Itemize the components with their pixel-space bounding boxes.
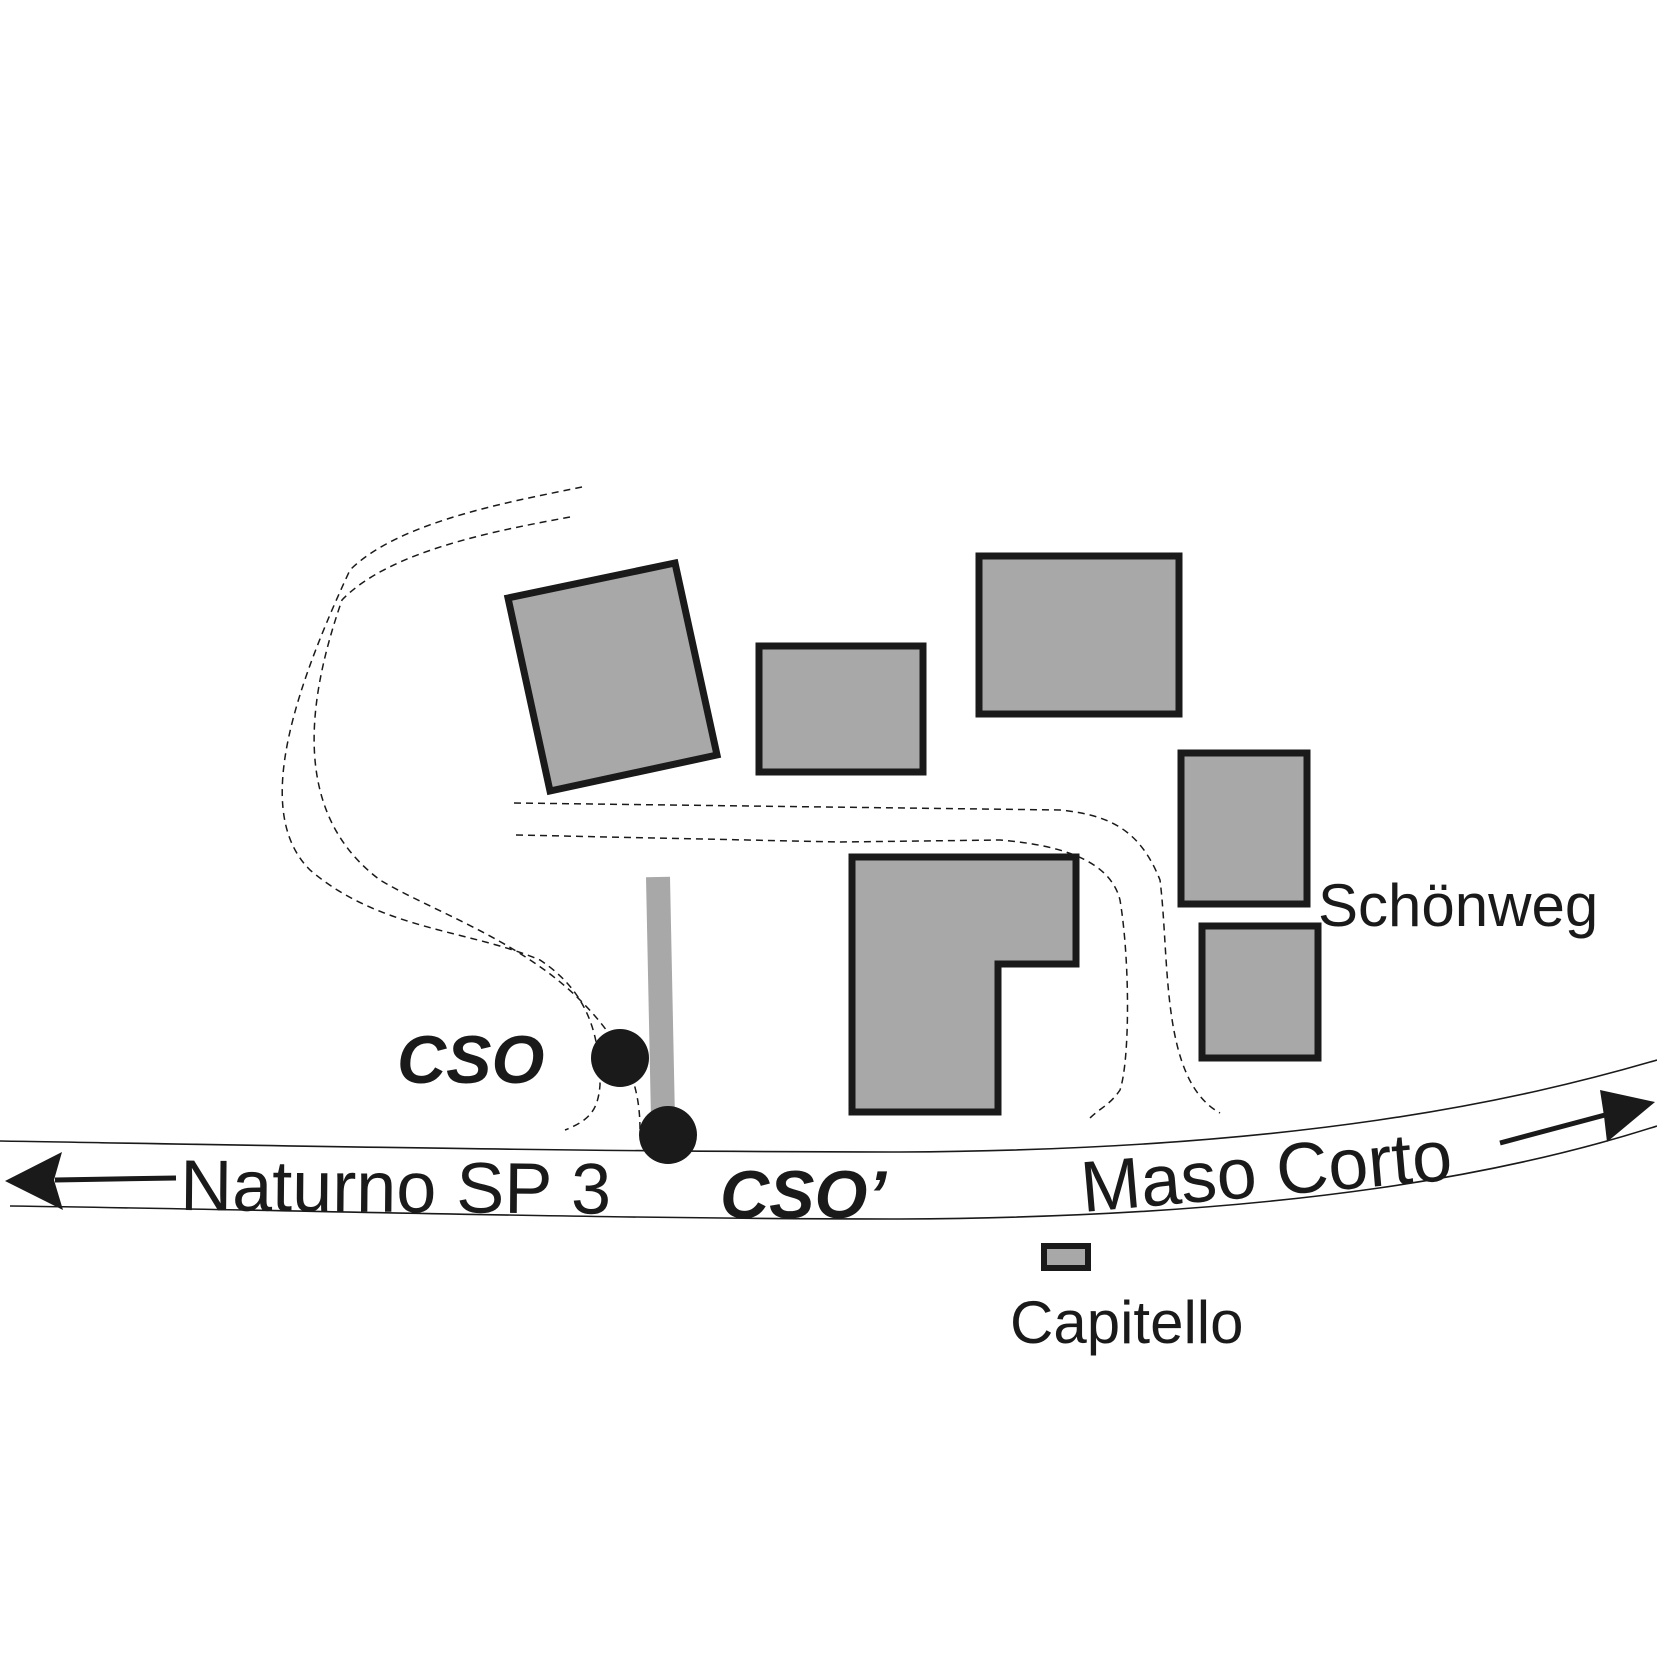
arrow-east-icon bbox=[1600, 1090, 1655, 1142]
road-label-east: Maso Corto bbox=[1077, 1116, 1455, 1228]
lane-upper bbox=[513, 802, 1221, 1114]
shrine-label: Capitello bbox=[1010, 1289, 1243, 1356]
building-l-shaped bbox=[848, 853, 1080, 1116]
cso-marker bbox=[591, 1029, 649, 1087]
lane-lower bbox=[515, 834, 1129, 1119]
road-label-west: Naturno SP 3 bbox=[180, 1146, 612, 1230]
road-edge-upper bbox=[0, 1059, 1657, 1153]
cso-label: CSO bbox=[397, 1022, 544, 1098]
hamlet-label: Schönweg bbox=[1318, 872, 1598, 939]
road-edge-lower bbox=[9, 1125, 1657, 1220]
track-left-inner bbox=[313, 516, 641, 1131]
building-large-north bbox=[975, 552, 1183, 718]
shrine-marker bbox=[1041, 1243, 1091, 1271]
building-rotated bbox=[503, 558, 722, 796]
cso-prime-label: CSO’ bbox=[720, 1157, 887, 1233]
arrow-west-icon bbox=[5, 1152, 63, 1210]
building-east-upper bbox=[1177, 749, 1311, 908]
arrow-east-shaft bbox=[1499, 1112, 1606, 1146]
building-small-north bbox=[755, 642, 927, 776]
cso-prime-marker bbox=[639, 1106, 697, 1164]
building-east-lower bbox=[1198, 922, 1322, 1062]
conduit-line bbox=[646, 876, 675, 1121]
arrow-west-shaft bbox=[54, 1175, 177, 1183]
